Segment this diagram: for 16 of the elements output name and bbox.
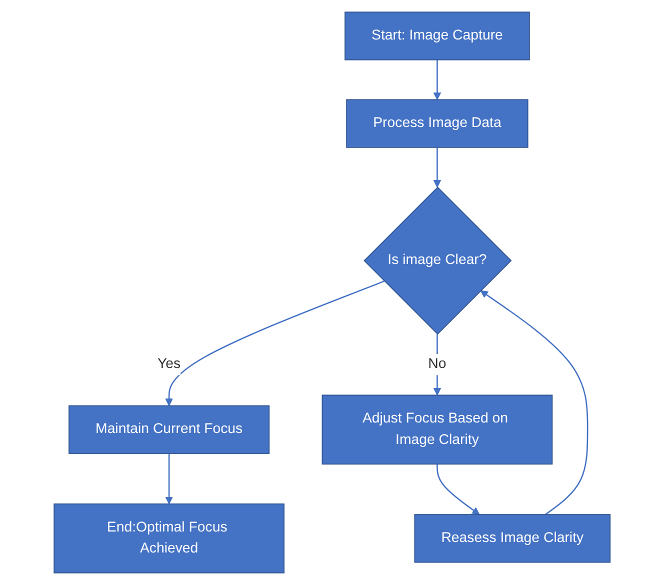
node-box: Start: Image Capture <box>344 12 530 60</box>
edge-label: Yes <box>158 356 182 372</box>
node-box: Adjust Focus Based on Image Clarity <box>322 394 554 465</box>
node-diamond: Is image Clear? <box>364 186 512 335</box>
node-box: Maintain Current Focus <box>68 405 270 454</box>
node-box: End:Optimal Focus Achieved <box>54 503 285 574</box>
arrow <box>480 290 589 516</box>
node-box: Reasess Image Clarity <box>414 514 611 563</box>
edge-label: No <box>428 356 447 372</box>
node-box: Process Image Data <box>346 99 529 148</box>
arrow <box>166 454 174 504</box>
arrow <box>434 147 442 188</box>
arrow <box>434 60 442 100</box>
arrow <box>436 464 480 515</box>
arrow <box>434 334 442 396</box>
arrow <box>166 280 385 406</box>
